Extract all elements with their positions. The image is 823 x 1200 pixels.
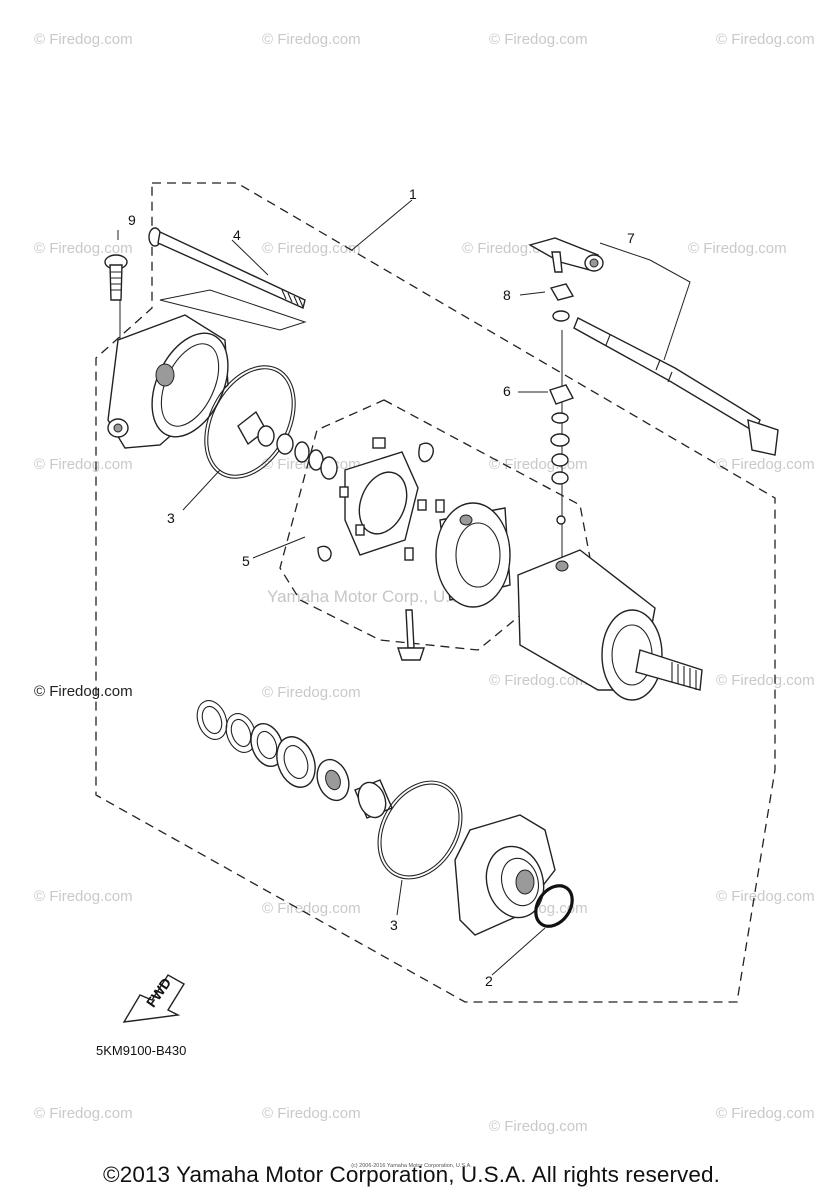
terminal-bolt	[397, 609, 425, 661]
small-note: (c) 2006-2016 Yamaha Motor Corporation, …	[351, 1163, 472, 1169]
center-watermark: Yamaha Motor Corp., U.S.A.	[267, 587, 483, 606]
o-ring-small	[534, 884, 574, 928]
callout-7: 7	[627, 230, 635, 246]
yoke-sleeve	[435, 502, 511, 608]
motor-housing	[517, 549, 703, 701]
watermark: © Firedog.com	[489, 672, 588, 689]
mounting-bolt	[104, 254, 128, 301]
watermark: © Firedog.com	[716, 31, 815, 48]
watermark: © Firedog.com	[716, 456, 815, 473]
washer-stack-upper	[237, 410, 338, 480]
leader-line-1	[351, 199, 413, 251]
leader-line-5	[252, 536, 306, 559]
callout-3: 3	[167, 510, 175, 526]
copyright-footer: ©2013 Yamaha Motor Corporation, U.S.A. A…	[103, 1162, 720, 1187]
watermark: © Firedog.com	[34, 240, 133, 257]
leader-line-7	[599, 242, 691, 361]
watermark: © Firedog.com	[262, 240, 361, 257]
leader-line-3b	[396, 879, 403, 916]
watermark: © Firedog.com	[262, 31, 361, 48]
rear-cover	[107, 314, 229, 449]
callout-2: 2	[485, 973, 493, 989]
fwd-arrow: FWD	[122, 974, 185, 1023]
lower-shim-stack	[196, 700, 393, 819]
callout-5: 5	[242, 553, 250, 569]
watermark: © Firedog.com	[716, 888, 815, 905]
callout-4: 4	[233, 227, 241, 243]
watermark: © Firedog.com	[716, 1105, 815, 1122]
callout-6: 6	[503, 383, 511, 399]
leader-line-2	[491, 927, 546, 976]
brush-group-boundary	[279, 399, 591, 651]
watermark: © Firedog.com	[688, 240, 787, 257]
watermark: © Firedog.com	[262, 684, 361, 701]
leader-line-3a	[182, 469, 221, 511]
left-credit: © Firedog.com	[34, 683, 133, 700]
callout-3: 3	[390, 917, 398, 933]
front-cover	[454, 814, 556, 936]
watermark: © Firedog.com	[34, 1105, 133, 1122]
watermark: © Firedog.com	[262, 1105, 361, 1122]
watermark: © Firedog.com	[262, 900, 361, 917]
through-bolt	[148, 227, 307, 331]
leader-line-8	[519, 291, 546, 296]
terminal-stack	[549, 283, 575, 525]
leader-line-4	[231, 239, 269, 276]
watermark: © Firedog.com	[716, 672, 815, 689]
brush-holder	[317, 437, 445, 562]
assembly-boundary	[95, 182, 776, 1003]
watermark: © Firedog.com	[34, 888, 133, 905]
watermark: © Firedog.com	[34, 456, 133, 473]
part-code: 5KM9100-B430	[96, 1043, 187, 1058]
lead-wire-boot	[528, 237, 779, 456]
o-ring-lower	[377, 780, 463, 880]
watermark: © Firedog.com	[34, 31, 133, 48]
callout-8: 8	[503, 287, 511, 303]
callout-1: 1	[409, 186, 417, 202]
watermark: © Firedog.com	[489, 1118, 588, 1135]
watermark: © Firedog.com	[489, 31, 588, 48]
callout-9: 9	[128, 212, 136, 228]
